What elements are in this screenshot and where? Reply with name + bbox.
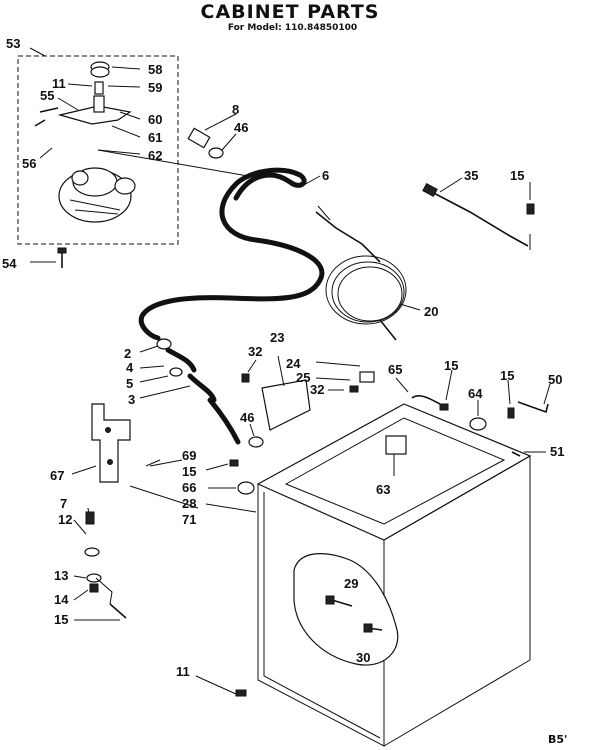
callout-label: 11 bbox=[176, 664, 190, 679]
callout-label: 61 bbox=[148, 130, 162, 145]
callout-label: 69 bbox=[182, 448, 196, 463]
callout-label: 46 bbox=[234, 120, 248, 135]
callout-label: 28 bbox=[182, 496, 196, 511]
callout-label: 54 bbox=[2, 256, 17, 271]
pump-bracket-part bbox=[57, 105, 132, 125]
callout-label: 71 bbox=[182, 512, 196, 527]
callout-label: 12 bbox=[58, 512, 72, 527]
callout-label: 56 bbox=[22, 156, 36, 171]
callout-label: 4 bbox=[126, 360, 134, 375]
page-title: Cabinet Parts bbox=[200, 1, 380, 23]
callout-label: 24 bbox=[286, 356, 301, 371]
callout-label: 35 bbox=[464, 168, 478, 183]
callout-label: 60 bbox=[148, 112, 162, 127]
callout-label: 62 bbox=[148, 148, 162, 163]
callout-label: 53 bbox=[6, 36, 20, 51]
power-cord-part bbox=[427, 189, 529, 247]
callout-label: 64 bbox=[468, 386, 483, 401]
callout-label: 50 bbox=[548, 372, 562, 387]
page-subtitle: For Model: 110.84850100 bbox=[227, 23, 358, 33]
coiled-tube-part bbox=[325, 255, 407, 325]
callout-label: 66 bbox=[182, 480, 196, 495]
callout-label: 55 bbox=[40, 88, 54, 103]
drain-hose-part bbox=[138, 167, 325, 341]
page-stamp: B5' bbox=[548, 733, 568, 746]
callout-label: 23 bbox=[270, 330, 284, 345]
callout-label: 65 bbox=[388, 362, 402, 377]
callout-label: 13 bbox=[54, 568, 68, 583]
pump-spring-part bbox=[94, 81, 104, 95]
callout-label: 32 bbox=[248, 344, 262, 359]
callout-label: 15 bbox=[444, 358, 458, 373]
callout-label: 32 bbox=[310, 382, 324, 397]
callout-label: 46 bbox=[240, 410, 254, 425]
shield-part bbox=[261, 379, 311, 431]
callout-label: 14 bbox=[54, 592, 69, 607]
callout-label: 11 bbox=[52, 76, 66, 91]
callout-label: 8 bbox=[232, 102, 239, 117]
callout-label: 5 bbox=[126, 376, 133, 391]
callout-label: 63 bbox=[376, 482, 390, 497]
callout-label: 2 bbox=[124, 346, 131, 361]
callout-label: 29 bbox=[344, 576, 358, 591]
callout-label: 51 bbox=[550, 444, 564, 459]
callout-label: 67 bbox=[50, 468, 64, 483]
callout-label: 20 bbox=[424, 304, 438, 319]
cabinet-opening bbox=[293, 553, 399, 666]
pump-assembly-box bbox=[17, 55, 179, 245]
callout-labels: 53 58 11 59 55 60 61 56 62 54 8 46 6 35 … bbox=[2, 36, 564, 679]
callout-label: 15 bbox=[54, 612, 68, 627]
callout-label: 58 bbox=[148, 62, 162, 77]
callout-label: 59 bbox=[148, 80, 162, 95]
callout-label: 3 bbox=[128, 392, 135, 407]
callout-label: 6 bbox=[322, 168, 329, 183]
callout-label: 7 bbox=[60, 496, 67, 511]
callout-label: 15 bbox=[182, 464, 196, 479]
callout-label: 30 bbox=[356, 650, 370, 665]
callout-label: 25 bbox=[296, 370, 310, 385]
mounting-bracket-part bbox=[91, 403, 131, 483]
callout-label: 15 bbox=[510, 168, 524, 183]
hose-fitting-part bbox=[187, 127, 211, 149]
callout-label: 15 bbox=[500, 368, 514, 383]
